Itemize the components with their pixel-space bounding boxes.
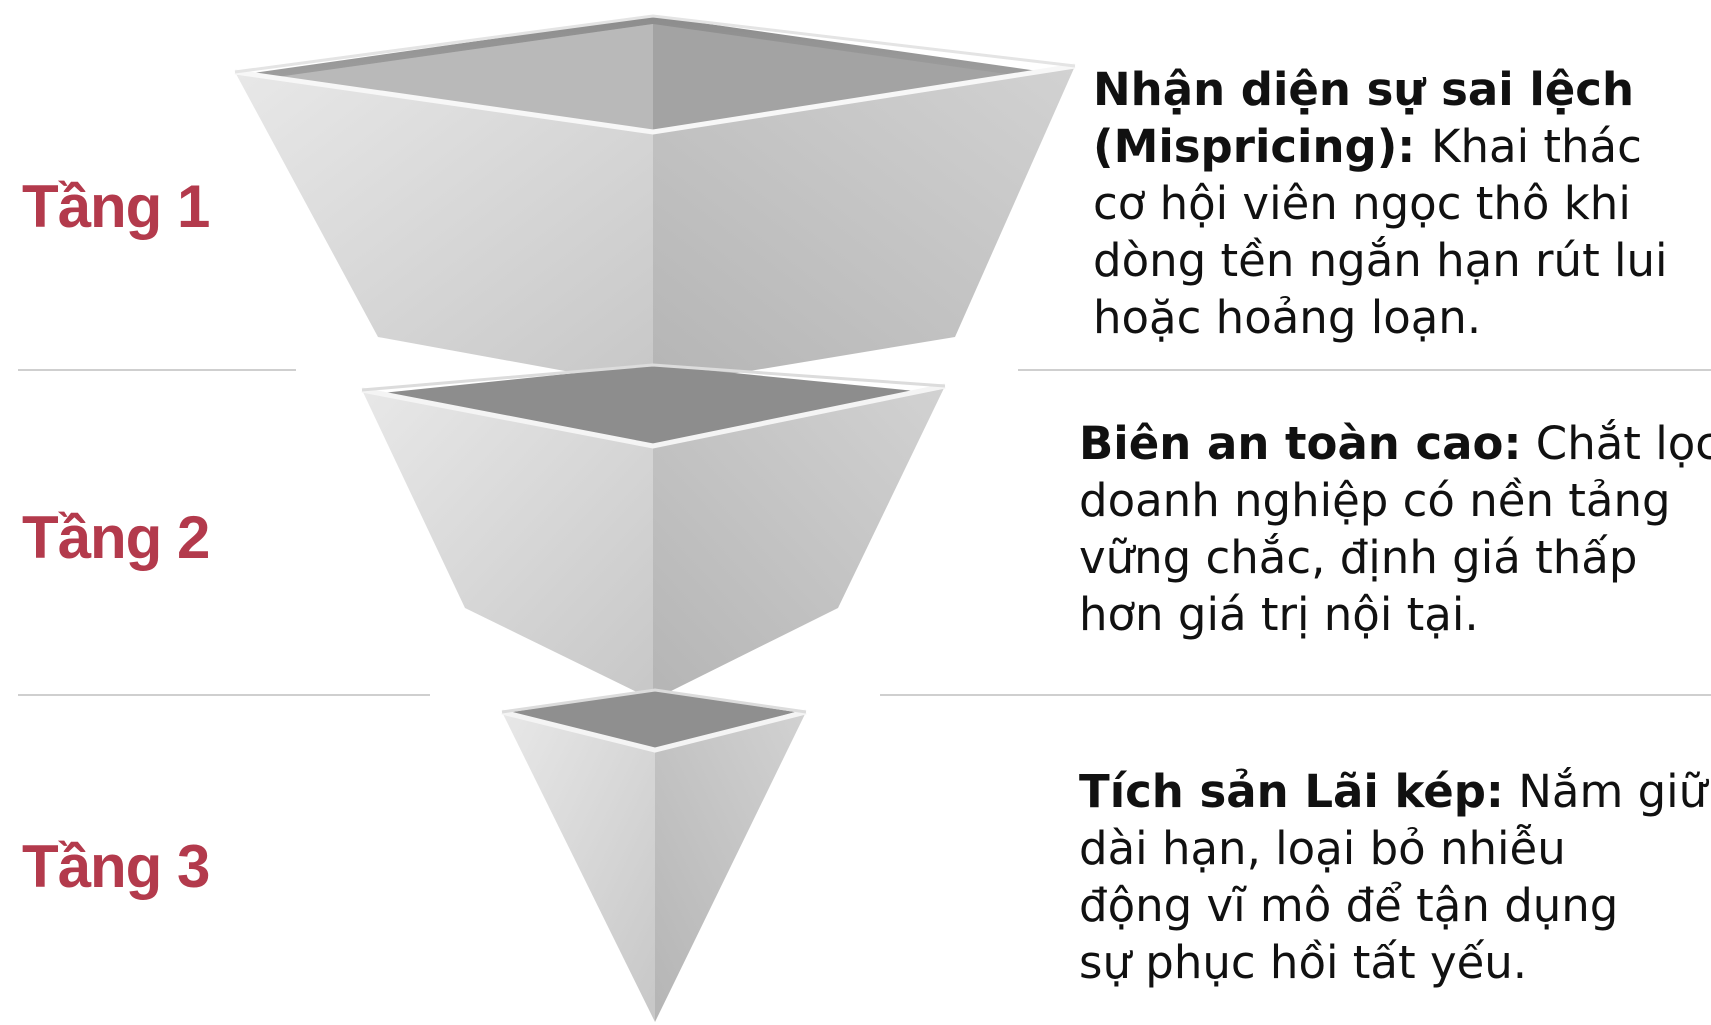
tier-2-line-2: doanh nghiệp có nền tảng <box>1079 474 1671 527</box>
funnel-tier-2 <box>361 363 946 700</box>
description-heading: Biên an toàn cao: <box>1079 417 1522 470</box>
tier-1-line-5: hoặc hoảng loạn. <box>1093 291 1482 344</box>
tier-2-line-1: Biên an toàn cao: Chắt lọc <box>1079 415 1711 472</box>
description-text: Khai thác <box>1430 120 1642 173</box>
tier-3-description: Tích sản Lãi kép: Nắm giữ dài hạn, loại … <box>1079 763 1707 991</box>
description-heading: Tích sản Lãi kép: <box>1079 765 1504 818</box>
description-text: Chắt lọc <box>1521 417 1711 470</box>
tier-3-label: Tầng 3 <box>22 833 210 900</box>
tier-1-line-2: (Mispricing): Khai thác <box>1093 118 1668 175</box>
tier-2-line-3: vững chắc, định giá thấp <box>1079 531 1638 584</box>
tier-1-label: Tầng 1 <box>22 173 210 240</box>
funnel-tier-1 <box>234 14 1076 387</box>
tier-1-line-1: Nhận diện sự sai lệch <box>1093 61 1668 118</box>
tier-3-line-2: dài hạn, loại bỏ nhiễu <box>1079 822 1566 875</box>
tier-2-description: Biên an toàn cao: Chắt lọc doanh nghiệp … <box>1079 415 1711 643</box>
tier-3-line-4: sự phục hồi tất yếu. <box>1079 936 1528 989</box>
description-text: Nắm giữ <box>1503 765 1708 818</box>
tier-1-line-4: dòng tền ngắn hạn rút lui <box>1093 234 1668 287</box>
funnel-tier-3 <box>501 688 807 1022</box>
tier-2-label: Tầng 2 <box>22 504 210 571</box>
tier-1-heading-part-1: Nhận diện sự sai lệch <box>1093 63 1635 116</box>
divider-1-left <box>18 369 296 371</box>
divider-1-right <box>1018 369 1711 371</box>
divider-2-right <box>880 694 1711 696</box>
tier-3-line-1: Tích sản Lãi kép: Nắm giữ <box>1079 763 1707 820</box>
description-heading: (Mispricing): <box>1093 120 1431 173</box>
tier-3-line-3: động vĩ mô để tận dụng <box>1079 879 1619 932</box>
divider-2-left <box>18 694 430 696</box>
tier-1-description: Nhận diện sự sai lệch (Mispricing): Khai… <box>1093 61 1668 346</box>
tier-1-line-3: cơ hội viên ngọc thô khi <box>1093 177 1631 230</box>
tier-2-line-4: hơn giá trị nội tại. <box>1079 588 1479 641</box>
